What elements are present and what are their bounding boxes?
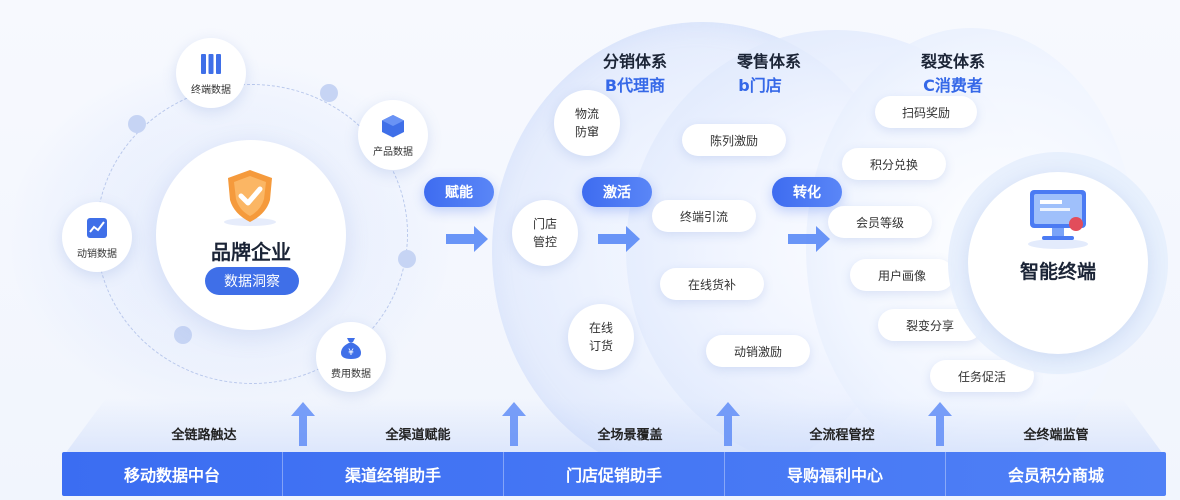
chevron-right-icon xyxy=(598,226,640,252)
system-title-distribution: 分销体系 xyxy=(602,52,667,71)
computer-icon xyxy=(1028,190,1088,249)
cube-icon xyxy=(382,114,404,137)
money-bag-icon: ¥ xyxy=(341,337,361,359)
node-expense-data: ¥ 费用数据 xyxy=(316,322,386,392)
bottom-caption: 全链路触达 xyxy=(171,428,237,443)
terminal-title: 智能终端 xyxy=(1019,261,1096,283)
brand-title: 品牌企业 xyxy=(211,240,291,264)
system-title-retail: 零售体系 xyxy=(736,52,801,71)
module-channel-assistant[interactable]: 渠道经销助手 xyxy=(283,452,504,496)
bar-chart-icon xyxy=(201,53,221,74)
fission-tag: 扫码奖励 xyxy=(875,96,977,128)
bottom-caption: 全场景覆盖 xyxy=(597,428,663,443)
system-subtitle-distribution: B代理商 xyxy=(604,76,666,95)
arrow-up-icon xyxy=(716,402,740,446)
arrow-up-icon xyxy=(928,402,952,446)
distribution-item: 门店 管控 xyxy=(512,200,578,266)
fission-tag: 积分兑换 xyxy=(842,148,946,180)
module-store-promo-assistant[interactable]: 门店促销助手 xyxy=(504,452,725,496)
retail-tag: 终端引流 xyxy=(652,200,756,232)
distribution-item: 物流 防窜 xyxy=(554,90,620,156)
fission-tag: 用户画像 xyxy=(850,259,954,291)
chevron-right-icon xyxy=(446,226,488,252)
flow-activate: 激活 xyxy=(582,177,652,207)
node-terminal-data: 终端数据 xyxy=(176,38,246,108)
system-subtitle-retail: b门店 xyxy=(738,76,782,95)
arrow-up-icon xyxy=(291,402,315,446)
fission-tag: 任务促活 xyxy=(930,360,1034,392)
system-subtitle-fission: C消费者 xyxy=(923,76,983,95)
orbit-dot xyxy=(398,250,416,268)
node-sales-data: 动销数据 xyxy=(62,202,132,272)
orbit-dot xyxy=(320,84,338,102)
brand-badge: 数据洞察 xyxy=(205,267,299,295)
svg-text:¥: ¥ xyxy=(348,348,354,358)
retail-tag: 陈列激励 xyxy=(682,124,786,156)
module-mobile-data-platform[interactable]: 移动数据中台 xyxy=(62,452,283,496)
system-title-fission: 裂变体系 xyxy=(920,52,985,71)
bottom-stage xyxy=(62,398,1166,458)
bottom-caption: 全终端监管 xyxy=(1023,428,1089,443)
shield-check-icon xyxy=(214,166,286,228)
fission-tag: 会员等级 xyxy=(828,206,932,238)
module-guide-welfare-center[interactable]: 导购福利中心 xyxy=(725,452,946,496)
module-member-points-mall[interactable]: 会员积分商城 xyxy=(1007,466,1104,485)
node-product-data: 产品数据 xyxy=(358,100,428,170)
flow-convert: 转化 xyxy=(772,177,842,207)
orbit-dot xyxy=(174,326,192,344)
orbit-dot xyxy=(128,115,146,133)
chevron-right-icon xyxy=(788,226,830,252)
retail-tag: 动销激励 xyxy=(706,335,810,367)
bottom-caption: 全流程管控 xyxy=(809,428,875,443)
bottom-caption: 全渠道赋能 xyxy=(385,428,451,443)
chart-icon xyxy=(87,217,107,238)
flow-empower: 赋能 xyxy=(424,177,494,207)
arrow-up-icon xyxy=(502,402,526,446)
distribution-item: 在线 订货 xyxy=(568,304,634,370)
module-bar: 移动数据中台 渠道经销助手 门店促销助手 导购福利中心 会员积分商城 xyxy=(62,452,1166,496)
retail-tag: 在线货补 xyxy=(660,268,764,300)
